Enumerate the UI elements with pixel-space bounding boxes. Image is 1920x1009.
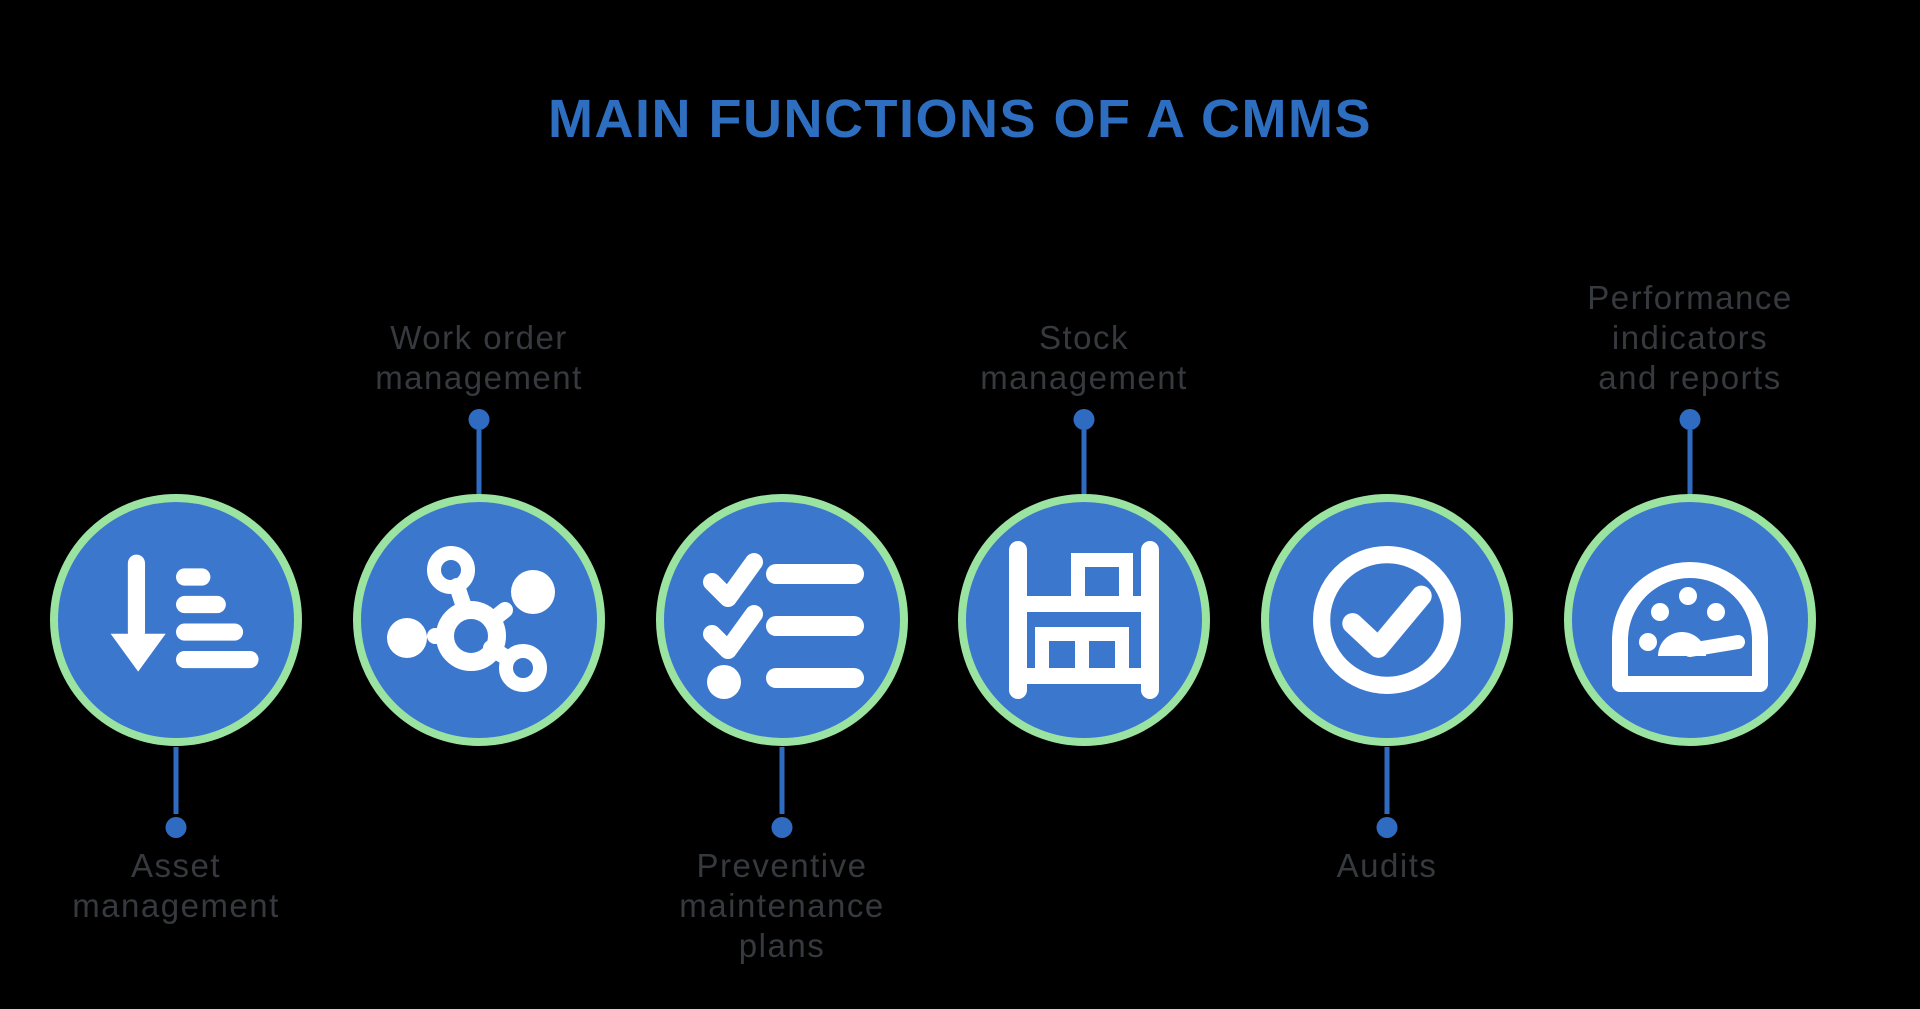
- connector-line: [173, 747, 179, 814]
- connector-line: [779, 747, 785, 814]
- label-line: Stock: [1038, 319, 1130, 356]
- connector-dot: [165, 817, 187, 838]
- label-line: Preventive: [696, 847, 868, 884]
- connector-line: [1384, 747, 1390, 814]
- label-line: and reports: [1598, 359, 1782, 396]
- shelf-rack-icon: [1009, 541, 1159, 699]
- gauge-icon: [1612, 562, 1768, 692]
- connector-dot: [1376, 817, 1398, 838]
- checklist-icon: [703, 553, 864, 699]
- label-line: Audits: [1336, 847, 1438, 884]
- feature-label-preventive-maintenance: Preventive maintenance plans: [592, 846, 972, 966]
- feature-stock-management: Stock management: [932, 0, 1236, 1009]
- label-line: Performance: [1587, 279, 1793, 316]
- connector-dot: [771, 817, 793, 838]
- connector-line: [1081, 430, 1087, 497]
- feature-asset-management: Asset management: [24, 0, 328, 1009]
- performance-indicators-circle: [1564, 494, 1816, 746]
- label-line: indicators: [1611, 319, 1769, 356]
- label-line: management: [72, 887, 280, 924]
- label-line: maintenance: [679, 887, 885, 924]
- asset-management-circle: [50, 494, 302, 746]
- connector-dot: [1073, 409, 1095, 430]
- feature-audits: Audits: [1235, 0, 1539, 1009]
- feature-work-order-management: Work order management: [327, 0, 631, 1009]
- connector-line: [476, 430, 482, 497]
- feature-performance-indicators: Performance indicators and reports: [1538, 0, 1842, 1009]
- label-line: management: [980, 359, 1188, 396]
- feature-label-performance-indicators: Performance indicators and reports: [1500, 278, 1880, 398]
- page-title: MAIN FUNCTIONS OF A CMMS: [548, 89, 1372, 149]
- work-order-management-circle: [353, 494, 605, 746]
- connector-dot: [468, 409, 490, 430]
- label-line: Work order: [390, 319, 568, 356]
- label-line: Asset: [130, 847, 222, 884]
- stock-management-circle: [958, 494, 1210, 746]
- label-line: plans: [738, 927, 826, 964]
- connector-line: [1687, 430, 1693, 497]
- audits-circle: [1261, 494, 1513, 746]
- feature-label-stock-management: Stock management: [894, 318, 1274, 398]
- feature-label-work-order-management: Work order management: [289, 318, 669, 398]
- feature-label-asset-management: Asset management: [0, 846, 366, 926]
- feature-label-audits: Audits: [1197, 846, 1577, 886]
- feature-preventive-maintenance-plans: Preventive maintenance plans: [630, 0, 934, 1009]
- label-line: management: [375, 359, 583, 396]
- connector-dot: [1679, 409, 1701, 430]
- preventive-maintenance-circle: [656, 494, 908, 746]
- network-nodes-icon: [387, 546, 555, 692]
- sort-descending-icon: [110, 554, 259, 672]
- check-circle-icon: [1313, 546, 1461, 694]
